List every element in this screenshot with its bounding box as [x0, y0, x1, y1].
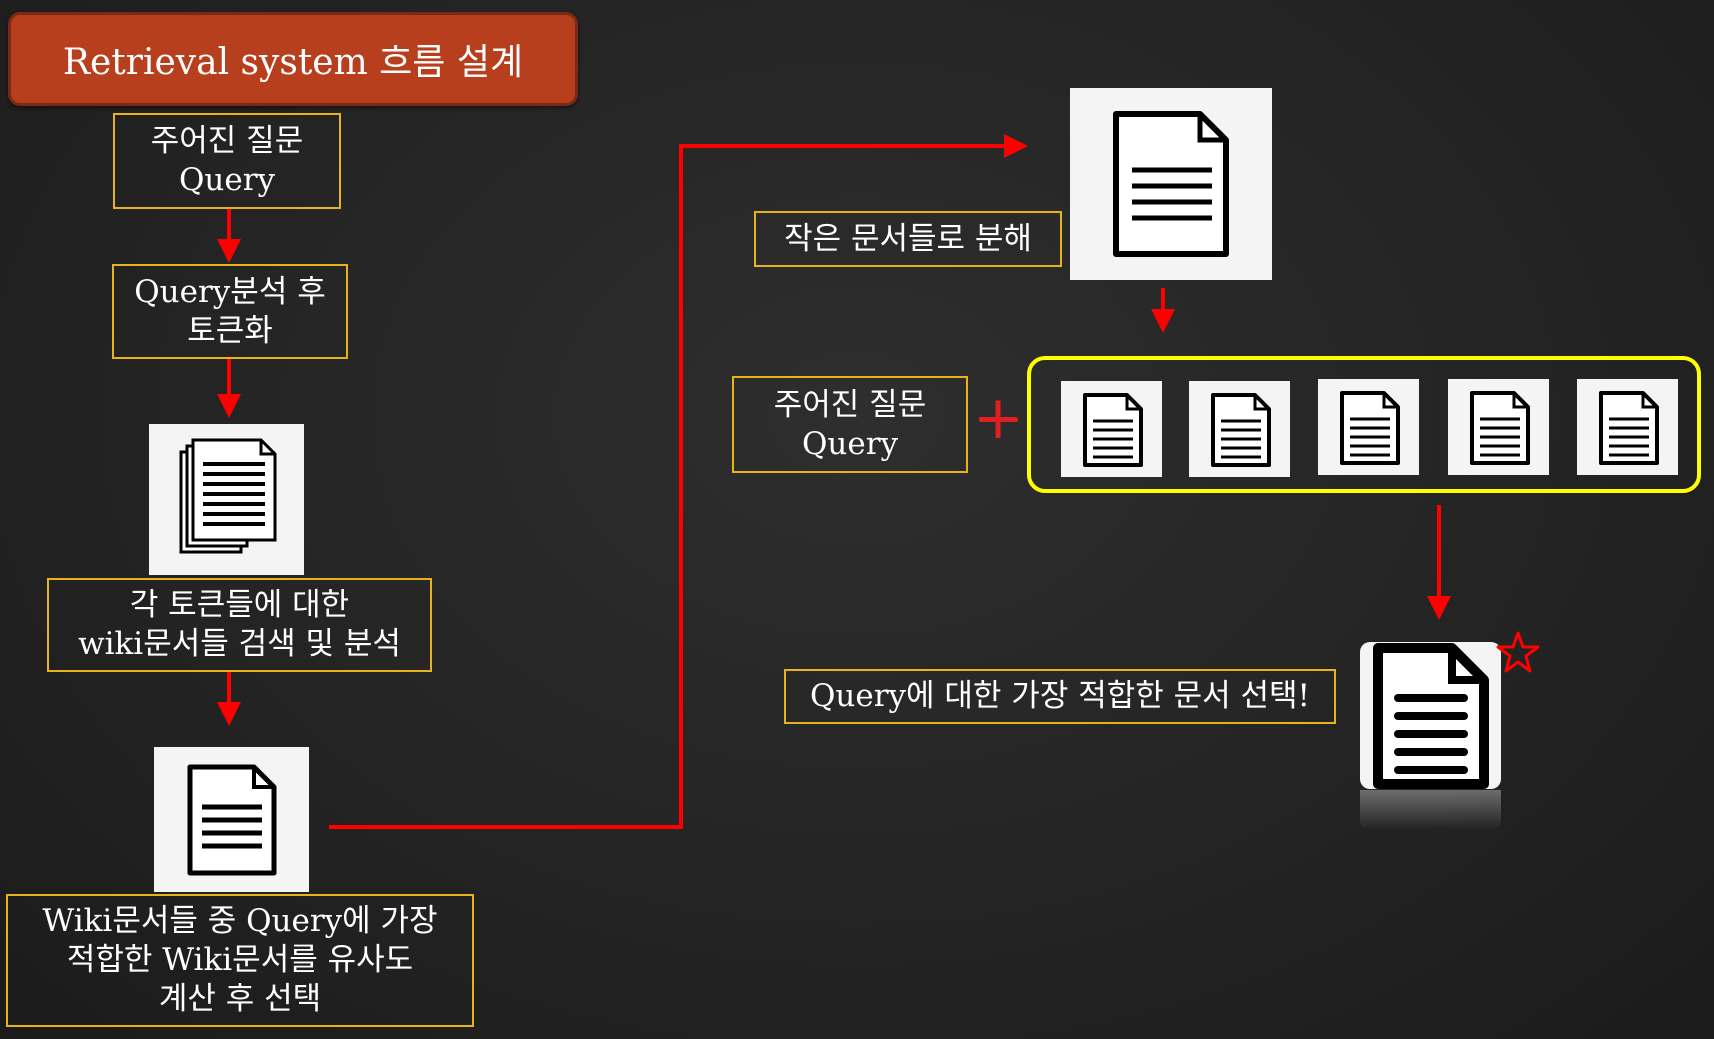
step-search-line1: 각 토큰들에 대한	[129, 587, 350, 624]
split-documents-group	[1027, 356, 1701, 493]
query-right-line1: 주어진 질문	[773, 386, 927, 423]
query-box-right: 주어진 질문 Query	[732, 376, 968, 473]
query-right-line2: Query	[801, 425, 899, 462]
step-query-line2: Query	[178, 162, 276, 198]
step-select-line3: 계산 후 선택	[158, 980, 322, 1017]
step-query-box: 주어진 질문 Query	[113, 113, 341, 209]
step-query-line1: 주어진 질문	[150, 123, 304, 160]
step-search-box: 각 토큰들에 대한 wiki문서들 검색 및 분석	[47, 578, 432, 672]
step-select-line1: Wiki문서들 중 Query에 가장	[42, 903, 438, 940]
diagram-title: Retrieval system 흐름 설계	[8, 12, 578, 106]
document-icon	[154, 747, 309, 892]
star-icon	[1496, 630, 1540, 674]
document-reflection	[1360, 790, 1501, 830]
document-icon	[1061, 381, 1162, 477]
step-select-box: Wiki문서들 중 Query에 가장 적합한 Wiki문서를 유사도 계산 후…	[6, 894, 474, 1027]
plus-symbol-text: +	[972, 383, 1024, 453]
step-tokenize-line1: Query분석 후	[134, 273, 326, 310]
step-tokenize-line2: 토큰화	[187, 312, 273, 349]
document-icon	[1448, 379, 1549, 475]
document-icon	[1189, 381, 1290, 477]
final-selection-label: Query에 대한 가장 적합한 문서 선택!	[809, 678, 1311, 715]
step-select-line2: 적합한 Wiki문서를 유사도	[66, 942, 414, 979]
split-docs-label-box: 작은 문서들로 분해	[754, 211, 1062, 267]
plus-symbol: +	[972, 388, 1024, 448]
selected-document-icon	[1360, 642, 1501, 789]
document-icon	[1318, 379, 1419, 475]
document-icon	[1577, 379, 1678, 475]
step-tokenize-box: Query분석 후 토큰화	[112, 264, 348, 359]
split-docs-label: 작은 문서들로 분해	[784, 220, 1032, 257]
diagram-title-text: Retrieval system 흐름 설계	[62, 42, 524, 83]
step-search-line2: wiki문서들 검색 및 분석	[78, 626, 401, 662]
stacked-documents-icon	[149, 424, 304, 575]
document-icon	[1070, 88, 1272, 280]
final-selection-label-box: Query에 대한 가장 적합한 문서 선택!	[784, 669, 1336, 724]
